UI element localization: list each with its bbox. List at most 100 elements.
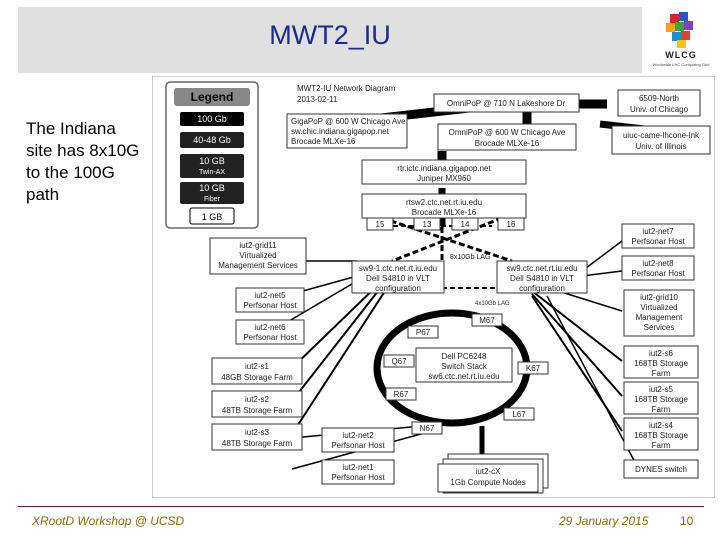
legend-item-100gb: 100 Gb xyxy=(197,114,227,124)
node-grid10-line4: Services xyxy=(644,323,675,332)
diagram-shape xyxy=(189,207,235,225)
diagram-date: 2013-02-11 xyxy=(297,95,338,104)
node-cx-line2: 1Gb Compute Nodes xyxy=(450,478,525,487)
node-rtr-line2: Juniper MX960 xyxy=(417,174,471,183)
node-grid11-line3: Management Services xyxy=(218,261,298,270)
node-s1-line2: 48GB Storage Farm xyxy=(221,373,293,382)
node-dell-line1: Dell PC6248 xyxy=(442,352,487,361)
node-gigapop-line1: GigaPoP @ 600 W Chicago Ave xyxy=(291,117,406,126)
diagram-shape xyxy=(623,345,699,379)
node-grid10-line1: iut2-grid10 xyxy=(640,293,678,302)
node-omni2-line2: Brocade MLXe-16 xyxy=(475,139,540,148)
diagram-shape xyxy=(621,223,695,249)
port-p67: P67 xyxy=(416,328,431,337)
link-10g xyxy=(291,280,383,369)
node-net7-line2: Perfsonar Host xyxy=(631,237,685,246)
node-grid11-line2: Virtualized xyxy=(239,251,276,260)
node-sw9b-line1: sw9.ctc.net.rt.iu.edu xyxy=(506,264,577,273)
node-grid10-line2: Virtualized xyxy=(640,303,677,312)
title-bar xyxy=(18,7,642,73)
diagram-shape xyxy=(471,313,503,327)
node-s6-line1: iut2-s6 xyxy=(649,349,674,358)
diagram-shape xyxy=(623,459,699,479)
footer-divider xyxy=(18,506,704,507)
diagram-shape xyxy=(361,159,527,185)
diagram-shape xyxy=(611,125,711,155)
diagram-shape xyxy=(180,182,244,204)
diagram-shape xyxy=(385,387,417,401)
logo-subtitle: Worldwide LHC Computing Grid xyxy=(652,62,710,67)
node-net8-line2: Perfsonar Host xyxy=(631,269,685,278)
diagram-shape xyxy=(235,287,305,313)
diagram-shape xyxy=(497,217,525,231)
diagram-shape xyxy=(383,354,415,368)
wlcg-logo-icon xyxy=(666,12,693,48)
diagram-shape xyxy=(623,289,695,337)
node-net2-line2: Perfsonar Host xyxy=(331,441,385,450)
legend-item-10gb-fiber: 10 GB xyxy=(199,183,225,193)
network-diagram: Legend 100 Gb 40-48 Gb 10 GB Twin-AX 10 … xyxy=(152,76,715,498)
diagram-shape xyxy=(174,88,250,106)
node-dell-line2: Switch Stack xyxy=(441,362,488,371)
link-1g xyxy=(581,240,623,272)
node-s3-line2: 48TB Storage Farm xyxy=(222,439,293,448)
diagram-shape xyxy=(437,123,577,151)
node-net7-line1: iut2-net7 xyxy=(642,227,674,236)
diagram-shape xyxy=(361,193,527,219)
port-15: 15 xyxy=(376,220,385,229)
node-net1-line1: iut2-net1 xyxy=(342,463,374,472)
diagram-shape xyxy=(180,132,244,148)
link-10g xyxy=(531,293,623,397)
port-13: 13 xyxy=(423,220,432,229)
node-sw9b-line3: configuration xyxy=(519,284,565,293)
slide-title: MWT2_IU xyxy=(269,20,391,50)
node-omni1-line1: OmniPoP @ 710 N Lakeshore Dr xyxy=(447,99,566,108)
link-10g xyxy=(391,216,503,263)
footer-event: XRootD Workshop @ UCSD xyxy=(32,514,185,528)
lag-mid-label: 4x10Gb LAG xyxy=(475,301,510,307)
diagram-shape xyxy=(180,112,244,126)
node-sw9a-line2: Dell S4810 in VLT xyxy=(366,274,430,283)
legend-title: Legend xyxy=(191,90,234,104)
port-n67: N67 xyxy=(420,424,435,433)
diagram-shape xyxy=(366,217,394,231)
diagram-shape xyxy=(437,463,539,493)
diagram-shape xyxy=(433,93,580,113)
legend: Legend 100 Gb 40-48 Gb 10 GB Twin-AX 10 … xyxy=(165,81,259,229)
node-uiuc-line2: Univ. of Illinois xyxy=(636,142,687,151)
node-s4-line3: Farm xyxy=(652,441,671,450)
node-net8-line1: iut2-net8 xyxy=(642,259,674,268)
node-s3-line1: iut2-s3 xyxy=(245,428,270,437)
node-grid11-line1: iut2-grid11 xyxy=(239,241,277,250)
lag-top-label: 8x10Gb LAG xyxy=(450,254,490,261)
diagram-shape xyxy=(211,357,303,385)
node-rtr-line1: rtr.ictc.indiana.gigapop.net xyxy=(397,164,491,173)
node-s2-line1: iut2-s2 xyxy=(245,395,270,404)
diagram-shape xyxy=(411,421,443,435)
node-net6-line2: Perfsonar Host xyxy=(243,333,297,342)
footer-page-number: 10 xyxy=(680,514,694,528)
diagram-shape xyxy=(211,390,303,418)
node-net5-line1: iut2-net5 xyxy=(254,291,286,300)
diagram-shape xyxy=(503,407,535,421)
diagram-shape xyxy=(407,325,439,339)
node-net1-line2: Perfsonar Host xyxy=(331,473,385,482)
port-16: 16 xyxy=(507,220,516,229)
side-text: The Indiana site has 8x10G to the 100G p… xyxy=(26,119,140,204)
node-net6-line1: iut2-net6 xyxy=(254,323,286,332)
node-s6-line2: 168TB Storage xyxy=(634,359,688,368)
node-sw9b-line2: Dell S4810 in VLT xyxy=(510,274,574,283)
port-k67: K67 xyxy=(526,364,541,373)
diagram-title: MWT2-IU Network Diagram xyxy=(297,84,396,93)
node-dell-line3: sw6.ctc.net.rt.iu.edu xyxy=(428,372,499,381)
diagram-shape xyxy=(211,423,303,451)
node-omni2-line1: OmniPoP @ 600 W Chicago Ave xyxy=(449,128,566,137)
diagram-shape xyxy=(621,255,695,281)
legend-item-10gb-twinax: 10 GB xyxy=(199,156,225,166)
node-s6-line3: Farm xyxy=(652,369,671,378)
diagram-shape xyxy=(517,361,549,375)
legend-item-40gb: 40-48 Gb xyxy=(193,135,231,145)
node-net5-line2: Perfsonar Host xyxy=(243,301,297,310)
node-dynes-line1: DYNES switch xyxy=(635,465,687,474)
node-gigapop-line2: sw.chic.indiana.gigapop.net xyxy=(291,127,390,136)
